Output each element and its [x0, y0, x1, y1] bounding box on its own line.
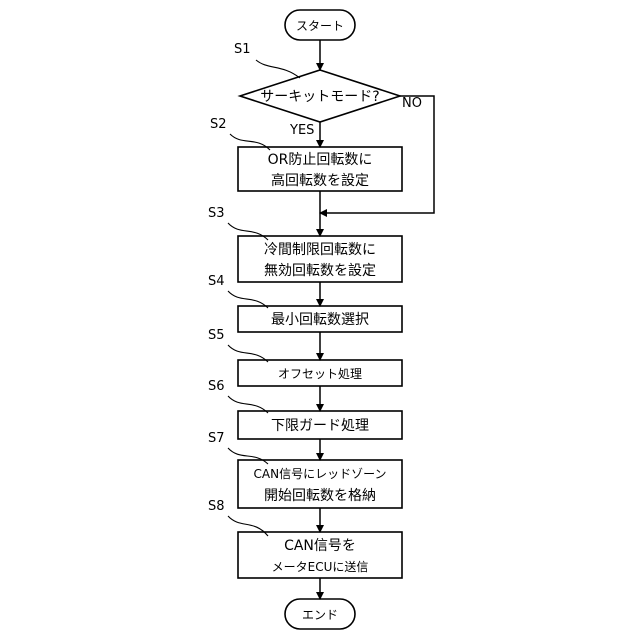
s8-line-2: メータECUに送信 — [272, 559, 369, 574]
start-terminator: スタート — [285, 10, 355, 40]
s3-line-1: 冷間制限回転数に — [264, 242, 376, 258]
step-label-s8: S8 — [208, 499, 225, 514]
end-terminator: エンド — [285, 599, 355, 629]
s2-line-2: 高回転数を設定 — [271, 172, 369, 189]
s7-line-1: CAN信号にレッドゾーン — [254, 467, 387, 481]
decision-text: サーキットモード? — [260, 89, 379, 105]
process-box-s6: 下限ガード処理 — [238, 411, 402, 439]
process-box-s8: CAN信号を メータECUに送信 — [238, 532, 402, 578]
yes-label: YES — [289, 123, 314, 138]
start-text: スタート — [296, 19, 344, 33]
step-label-s6: S6 — [208, 379, 225, 394]
process-box-s7: CAN信号にレッドゾーン 開始回転数を格納 — [238, 460, 402, 508]
process-box-s3: 冷間制限回転数に 無効回転数を設定 — [238, 236, 402, 282]
process-box-s4: 最小回転数選択 — [238, 306, 402, 332]
step-label-s3: S3 — [208, 206, 225, 221]
step-label-s5: S5 — [208, 328, 225, 343]
s5-line-1: オフセット処理 — [278, 367, 362, 381]
s6-line-1: 下限ガード処理 — [271, 418, 369, 434]
step-label-s7: S7 — [208, 431, 225, 446]
no-label: NO — [402, 96, 422, 111]
s3-line-2: 無効回転数を設定 — [264, 263, 376, 279]
s2-line-1: OR防止回転数に — [268, 152, 373, 168]
step-label-s4: S4 — [208, 274, 225, 289]
leader-s1 — [256, 60, 300, 78]
s8-line-1: CAN信号を — [284, 538, 356, 554]
s4-line-1: 最小回転数選択 — [271, 312, 369, 328]
s7-line-2: 開始回転数を格納 — [264, 488, 376, 504]
process-box-s2: OR防止回転数に 高回転数を設定 — [238, 147, 402, 191]
process-box-s5: オフセット処理 — [238, 360, 402, 386]
end-text: エンド — [302, 608, 338, 622]
step-label-s2: S2 — [210, 117, 227, 132]
decision-s1: サーキットモード? — [240, 70, 400, 122]
step-label-s1: S1 — [234, 42, 251, 57]
